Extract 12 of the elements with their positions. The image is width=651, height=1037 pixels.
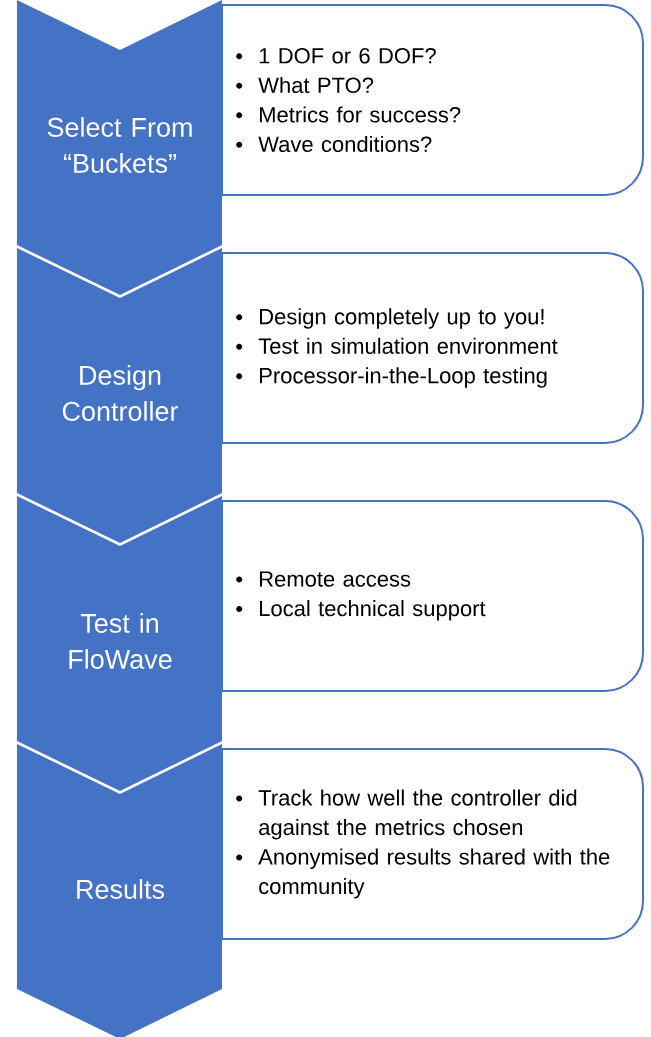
node-label: Test in FloWave: [69, 613, 172, 669]
bullet-list-box: Track how well the controller did against the metrics chosen Anonymised results shared with the community: [221, 748, 644, 940]
node-label: Results: [77, 879, 165, 899]
bullet-list-box: 1 DOF or 6 DOF? What PTO? Metrics for success? Wave conditions?: [221, 4, 644, 196]
node-label: Design Controller: [62, 365, 179, 421]
node-label: Select From “Buckets”: [47, 117, 192, 173]
chevron-step: Design Controller: [17, 248, 222, 543]
chevron-step: Test in FloWave: [17, 496, 222, 791]
bullet-list-box: Remote access Local technical support: [221, 500, 644, 692]
chevron-step: Results: [17, 744, 222, 1037]
bullet-list-box: Design completely up to you! Test in simulation environment Processor-in-the-Loop testing: [221, 252, 644, 444]
chevron-step: Select From “Buckets”: [17, 0, 222, 295]
